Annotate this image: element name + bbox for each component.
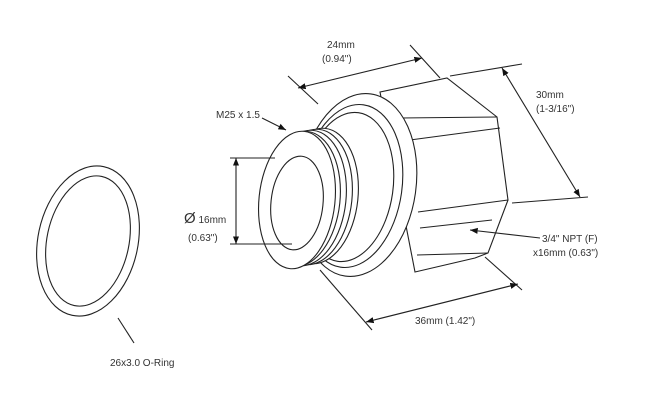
dim-36mm — [319, 256, 523, 331]
npt-line1: 3/4" NPT (F) — [542, 234, 598, 245]
oring-label: 26x3.0 O-Ring — [110, 358, 175, 369]
dim-30mm — [449, 63, 589, 204]
thread-label: M25 x 1.5 — [216, 110, 260, 121]
front-face — [257, 130, 337, 270]
dim-24mm — [287, 44, 441, 105]
diameter-symbol: Ø — [184, 210, 196, 227]
thread-leader — [261, 117, 287, 131]
npt-line2: x16mm (0.63") — [533, 248, 599, 259]
diameter-mm: 16mm — [198, 215, 227, 226]
dim-diameter — [230, 157, 292, 245]
hex-mm: 30mm — [536, 90, 564, 101]
length-total: 36mm (1.42") — [415, 316, 476, 327]
o-ring — [36, 165, 140, 344]
diameter-label: Ø 16mm — [184, 210, 227, 227]
length-short-mm: 24mm — [327, 40, 355, 51]
diameter-in: (0.63") — [188, 233, 218, 244]
hex-body — [379, 77, 509, 273]
hex-in: (1-3/16") — [536, 104, 575, 115]
length-short-in: (0.94") — [322, 54, 352, 65]
npt-leader — [469, 227, 541, 239]
